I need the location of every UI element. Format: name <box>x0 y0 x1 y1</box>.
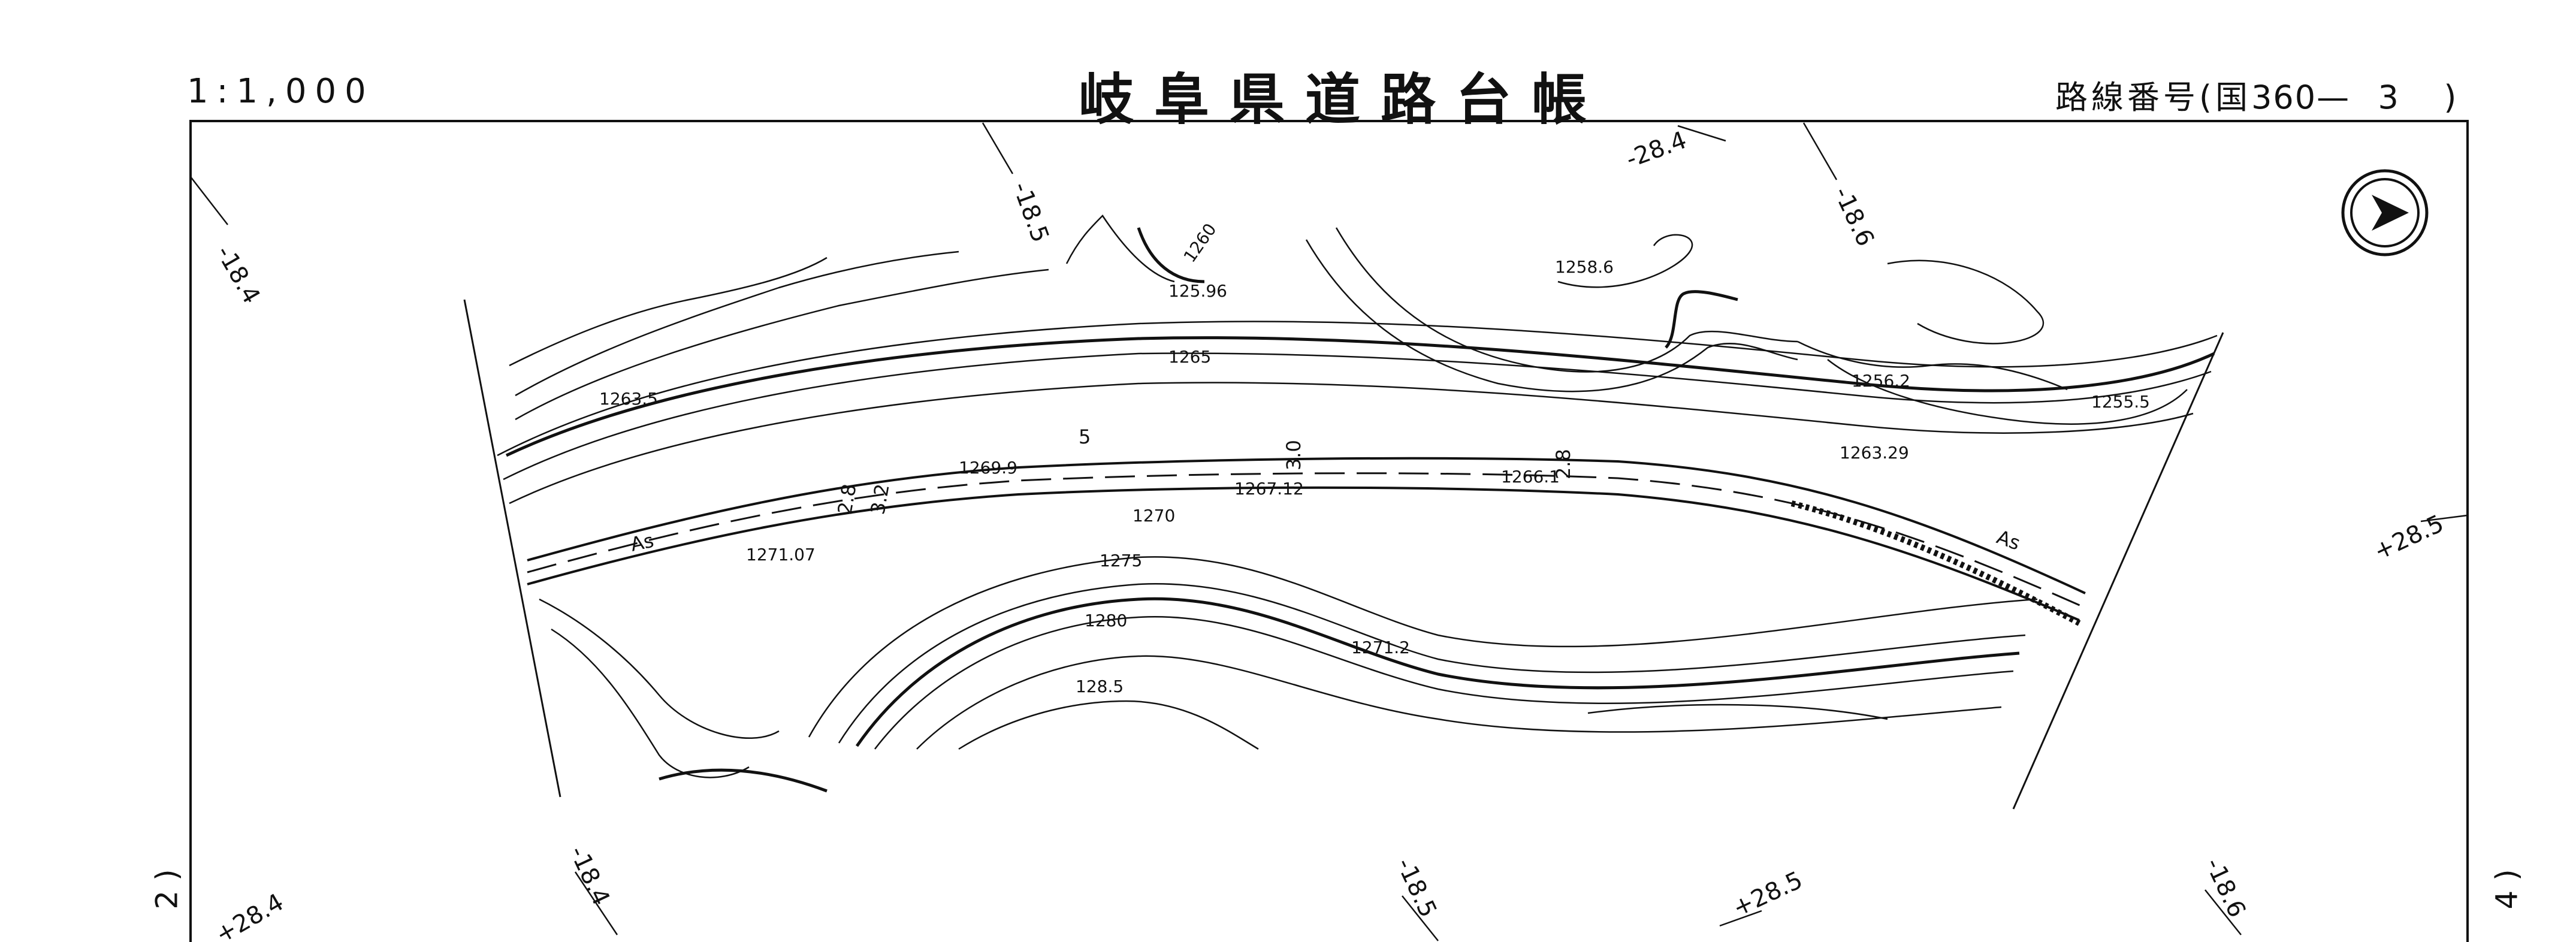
route-number: 360— <box>2251 78 2351 116</box>
contour-line <box>551 628 750 778</box>
elevation-label: 1256.2 <box>1852 371 1910 391</box>
sheet-ref-left-number: 2 <box>149 890 185 910</box>
north-arrow-icon <box>2341 169 2429 256</box>
contour-line <box>1887 259 2044 345</box>
grid-line <box>190 176 228 225</box>
grid-label: -18.6 <box>2200 854 2251 922</box>
elevation-label: 1263.5 <box>599 389 658 409</box>
contour-line <box>515 268 1049 421</box>
grid-line <box>1719 910 1762 927</box>
elevation-label: 1266.1 <box>1501 467 1560 487</box>
grid-label: +28.5 <box>1729 866 1807 922</box>
sheet-ref-right-number: 4 <box>2489 890 2524 910</box>
elevation-label: 1267.12 <box>1234 479 1304 499</box>
contour-line <box>1335 227 1798 373</box>
road-edge <box>527 457 2086 594</box>
road-width-label: 3.2 <box>866 482 893 517</box>
contour-line <box>874 616 2014 750</box>
route-label-prefix: 路線番号(国 <box>2055 78 2252 116</box>
index-contour <box>659 768 828 793</box>
index-contour <box>1665 290 1738 349</box>
route-close: ) <box>2444 78 2460 116</box>
elevation-label: 1280 <box>1085 611 1127 630</box>
elevation-label: 1271.2 <box>1351 638 1410 657</box>
grid-label: +28.4 <box>211 889 288 942</box>
road-width-label: 2.8 <box>833 482 860 517</box>
grid-line <box>2204 889 2242 935</box>
survey-boundary <box>2012 332 2224 810</box>
survey-boundary <box>463 299 561 798</box>
contour-line <box>1797 340 2068 391</box>
grid-label: -18.4 <box>564 842 615 910</box>
elevation-label: 1275 <box>1100 551 1142 570</box>
road-surface-label: As <box>1994 526 2023 555</box>
contour-line <box>1305 239 1798 393</box>
contour-line <box>1587 704 1888 720</box>
contour-line <box>509 382 2194 505</box>
road-width-label: 5 <box>1079 425 1091 448</box>
road-centerline <box>527 472 2083 608</box>
route-section: 3 <box>2378 78 2402 116</box>
elevation-label: 1271.07 <box>746 545 816 564</box>
contour-line <box>497 321 2218 457</box>
route-number-label: 路線番号(国360— 3 ) <box>2055 71 2460 118</box>
elevation-label: 1260 <box>1180 220 1221 266</box>
elevation-label: 1270 <box>1133 506 1175 526</box>
grid-line <box>982 122 1014 174</box>
contour-line <box>838 583 2026 744</box>
elevation-label: 1255.5 <box>2091 392 2150 412</box>
grid-line <box>1677 125 1726 142</box>
contour-line <box>509 256 828 367</box>
map-frame <box>189 120 2469 942</box>
contour-line <box>916 655 2002 750</box>
contour-line <box>1827 359 2188 425</box>
contour-line <box>958 700 1259 750</box>
grid-line <box>1402 895 1439 941</box>
road-width-label: 2.8 <box>1552 449 1575 479</box>
grid-line <box>574 871 618 935</box>
elevation-label: 125.96 <box>1168 281 1227 301</box>
index-contour <box>1137 227 1205 283</box>
index-contour <box>505 336 2215 457</box>
road-surface-label: As <box>629 529 656 556</box>
contour-line <box>515 250 959 397</box>
contour-line <box>539 598 780 739</box>
road-edge <box>527 486 2080 621</box>
elevation-label: 1258.6 <box>1555 257 1614 277</box>
grid-label: -28.4 <box>1623 126 1690 174</box>
grid-label: -18.4 <box>210 241 265 309</box>
map-scale: 1:1,000 <box>187 72 375 111</box>
elevation-label: 1269.9 <box>959 458 1017 478</box>
grid-label: -18.5 <box>1007 179 1055 246</box>
grid-label: +28.5 <box>2370 510 2448 566</box>
grid-line <box>2420 514 2468 523</box>
sheet-ref-right: 4 ) <box>2489 869 2524 910</box>
contour-line <box>1065 215 1175 283</box>
grid-label: -18.6 <box>1828 183 1879 250</box>
index-contour <box>855 597 2020 747</box>
elevation-label: 1263.29 <box>1840 443 1909 463</box>
contour-line <box>503 352 2212 481</box>
elevation-label: 128.5 <box>1076 677 1124 696</box>
contour-line <box>1557 234 1693 288</box>
sheet-ref-left: 2 ) <box>149 869 185 910</box>
road-width-label: 3.0 <box>1282 440 1305 470</box>
grid-label: -18.5 <box>1391 854 1442 922</box>
grid-line <box>1802 122 1838 180</box>
contour-line <box>808 556 2038 738</box>
elevation-label: 1265 <box>1168 347 1211 367</box>
